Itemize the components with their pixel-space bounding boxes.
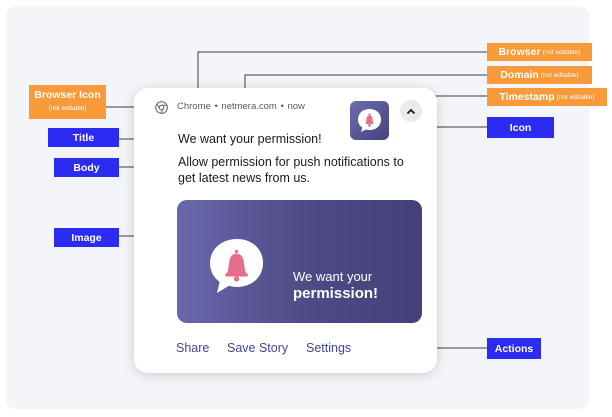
- collapse-button[interactable]: [400, 100, 422, 122]
- notification-image: We want your permission!: [177, 200, 422, 323]
- browser-name: Chrome: [177, 101, 211, 112]
- settings-action[interactable]: Settings: [306, 341, 352, 355]
- callout-domain-label: Domain: [500, 69, 539, 81]
- bell-bubble-icon: [210, 239, 263, 293]
- callout-timestamp-note: (not editable): [556, 93, 595, 101]
- save-story-action[interactable]: Save Story: [227, 341, 289, 355]
- callout-actions: Actions: [487, 338, 541, 359]
- callout-browser-label: Browser: [498, 46, 541, 58]
- callout-browser-icon-label: Browser Icon: [34, 89, 101, 101]
- image-text-line1: We want your: [293, 269, 373, 284]
- callout-domain-note: (not editable): [540, 71, 579, 79]
- share-action[interactable]: Share: [176, 341, 210, 355]
- callout-body: Body: [54, 158, 119, 177]
- separator-dot: •: [280, 101, 284, 112]
- callout-browser: Browser(not editable): [487, 43, 592, 61]
- callout-image: Image: [54, 228, 119, 247]
- callout-icon: Icon: [487, 117, 554, 138]
- callout-timestamp-label: Timestamp: [499, 91, 555, 103]
- separator-dot: •: [214, 101, 218, 112]
- image-text-line2: permission!: [293, 285, 379, 302]
- callout-title: Title: [48, 128, 119, 147]
- notification-body: Allow permission for push notifications …: [178, 155, 404, 185]
- notification-title: We want your permission!: [178, 132, 322, 146]
- callout-browser-note: (not editable): [542, 48, 581, 56]
- notification-meta: Chrome • netmera.com • now: [177, 101, 305, 112]
- bell-chat-icon: [350, 101, 389, 140]
- callout-browser-icon-note: (not editable): [48, 105, 87, 112]
- chevron-up-icon: [406, 108, 416, 114]
- callout-timestamp: Timestamp(not editable): [487, 88, 607, 106]
- callout-domain: Domain(not editable): [487, 66, 592, 84]
- timestamp: now: [287, 101, 305, 112]
- callout-browser-icon: Browser Icon (not editable): [29, 85, 106, 119]
- chrome-icon: [155, 101, 168, 114]
- domain-name: netmera.com: [221, 101, 277, 112]
